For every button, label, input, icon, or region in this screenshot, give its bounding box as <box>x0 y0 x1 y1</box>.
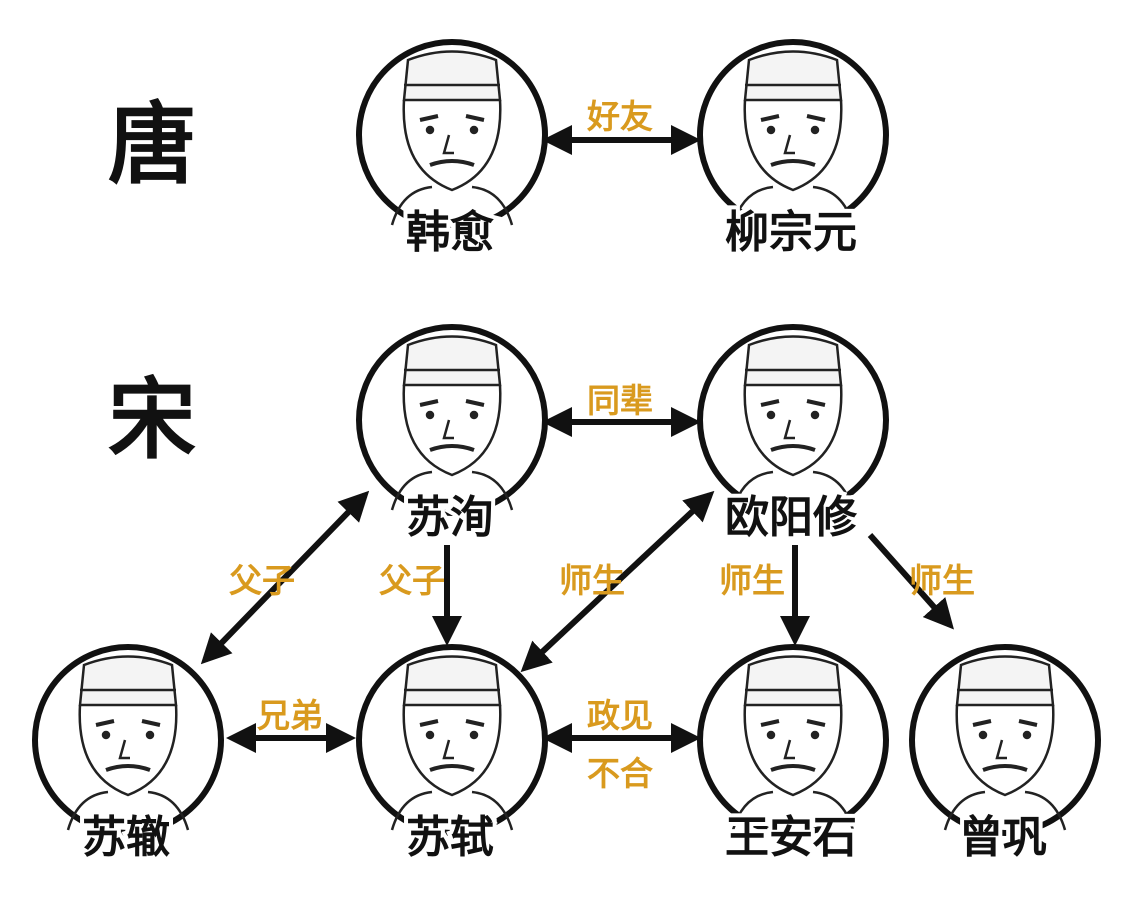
relation-label: 政见 <box>587 696 653 735</box>
person-node-zenggong: 曾巩 <box>909 644 1101 867</box>
portrait-icon <box>390 655 514 831</box>
portrait-icon <box>943 655 1067 831</box>
relation-label: 父子 <box>229 561 295 600</box>
relation-arrow-suzhe-suxun <box>200 490 370 665</box>
relation-label: 师生 <box>559 561 625 600</box>
person-name: 苏洵 <box>406 492 494 543</box>
person-name: 韩愈 <box>406 207 494 258</box>
portrait-icon <box>66 655 190 831</box>
dynasty-tang: 唐 <box>108 93 196 196</box>
person-node-hanyu: 韩愈 <box>356 39 548 262</box>
person-node-suzhe: 苏辙 <box>32 644 224 867</box>
person-name: 柳宗元 <box>725 207 857 258</box>
person-node-ouyangxiu: 欧阳修 <box>697 324 889 547</box>
person-name: 欧阳修 <box>725 492 858 543</box>
portrait-icon <box>390 335 514 511</box>
person-node-wanganshi: 王安石 <box>697 644 889 867</box>
relation-label-line2: 不合 <box>587 754 653 793</box>
relation-label: 兄弟 <box>257 696 323 735</box>
relation-label: 好友 <box>586 97 653 136</box>
relation-label: 师生 <box>719 561 785 600</box>
portrait-icon <box>731 655 855 831</box>
dynasty-song: 宋 <box>108 368 196 471</box>
relation-label: 同辈 <box>587 381 653 420</box>
portrait-icon <box>390 50 514 226</box>
person-name: 曾巩 <box>959 812 1047 863</box>
person-node-suxun: 苏洵 <box>356 324 548 547</box>
portrait-icon <box>731 335 855 511</box>
portrait-icon <box>731 50 855 226</box>
relation-label: 父子 <box>379 561 445 600</box>
relation-arrow-ouyangxiu-sushi <box>520 490 715 673</box>
relation-label: 师生 <box>909 561 975 600</box>
person-name: 苏轼 <box>406 812 494 863</box>
person-name: 苏辙 <box>82 812 170 863</box>
person-name: 王安石 <box>725 812 857 863</box>
person-node-liuzongyuan: 柳宗元 <box>697 39 889 262</box>
relation-arrow-ouyangxiu-zenggong <box>867 533 954 630</box>
person-node-sushi: 苏轼 <box>356 644 548 867</box>
